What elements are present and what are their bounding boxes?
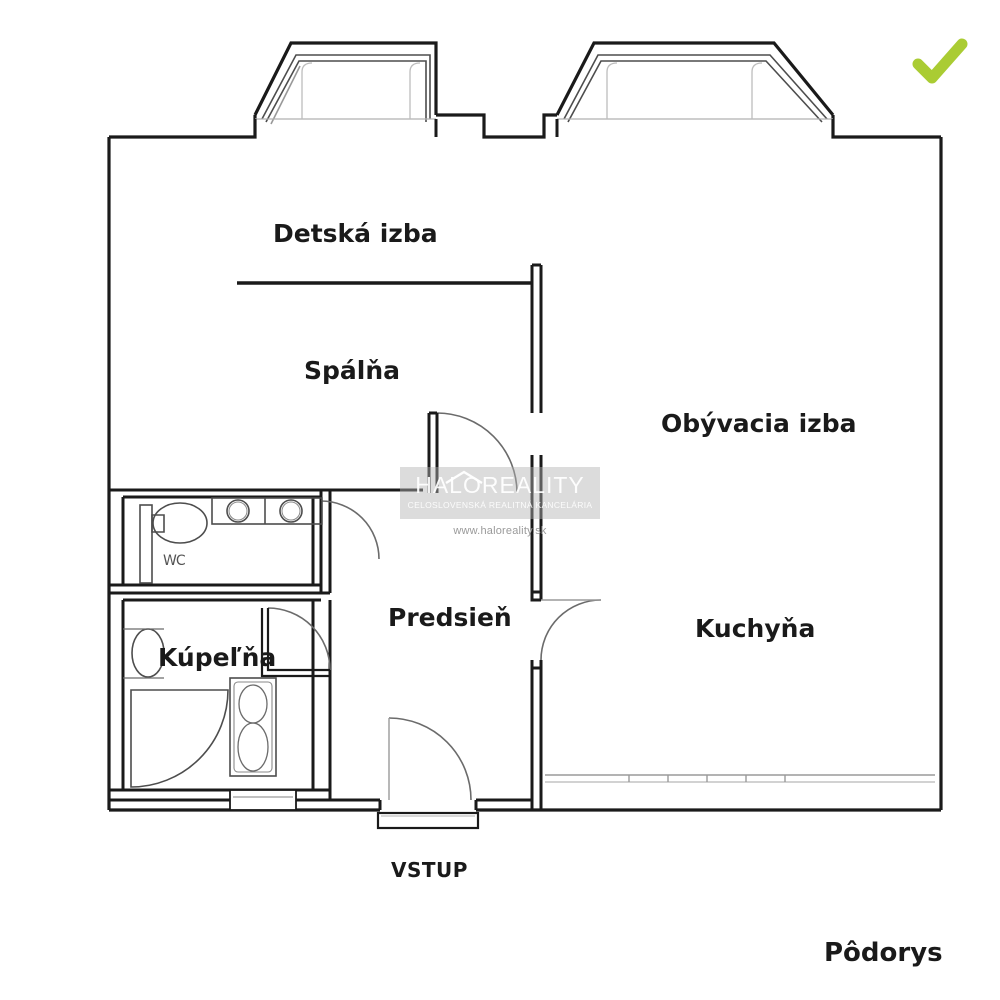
verified-check-icon	[912, 38, 968, 84]
door-bedroom	[427, 411, 518, 494]
room-label-kuchyna: Kuchyňa	[695, 614, 816, 643]
room-label-wc: WC	[163, 553, 186, 569]
room-label-predsien: Predsieň	[388, 603, 512, 632]
door-entrance	[376, 717, 480, 830]
door-kitchen	[530, 592, 602, 670]
room-label-spalna: Spálňa	[304, 356, 401, 385]
bay-window-right	[557, 54, 833, 123]
bay-reveal-walls	[253, 119, 835, 137]
door-wc	[311, 500, 380, 560]
bathroom-fixtures	[123, 628, 297, 811]
wall-nubs	[532, 590, 541, 670]
interior-walls	[109, 263, 543, 812]
room-label-kupelna: Kúpeľňa	[158, 643, 277, 672]
room-label-obyvacia-izba: Obývacia izba	[661, 409, 857, 438]
wc-fixtures	[139, 497, 323, 584]
room-label-detska-izba: Detská izba	[273, 219, 438, 248]
door-bathroom	[260, 607, 331, 678]
kitchen-window	[545, 774, 935, 783]
bay-window-left	[255, 54, 436, 125]
entrance-label: VSTUP	[391, 858, 468, 882]
plan-caption: Pôdorys	[824, 938, 943, 968]
